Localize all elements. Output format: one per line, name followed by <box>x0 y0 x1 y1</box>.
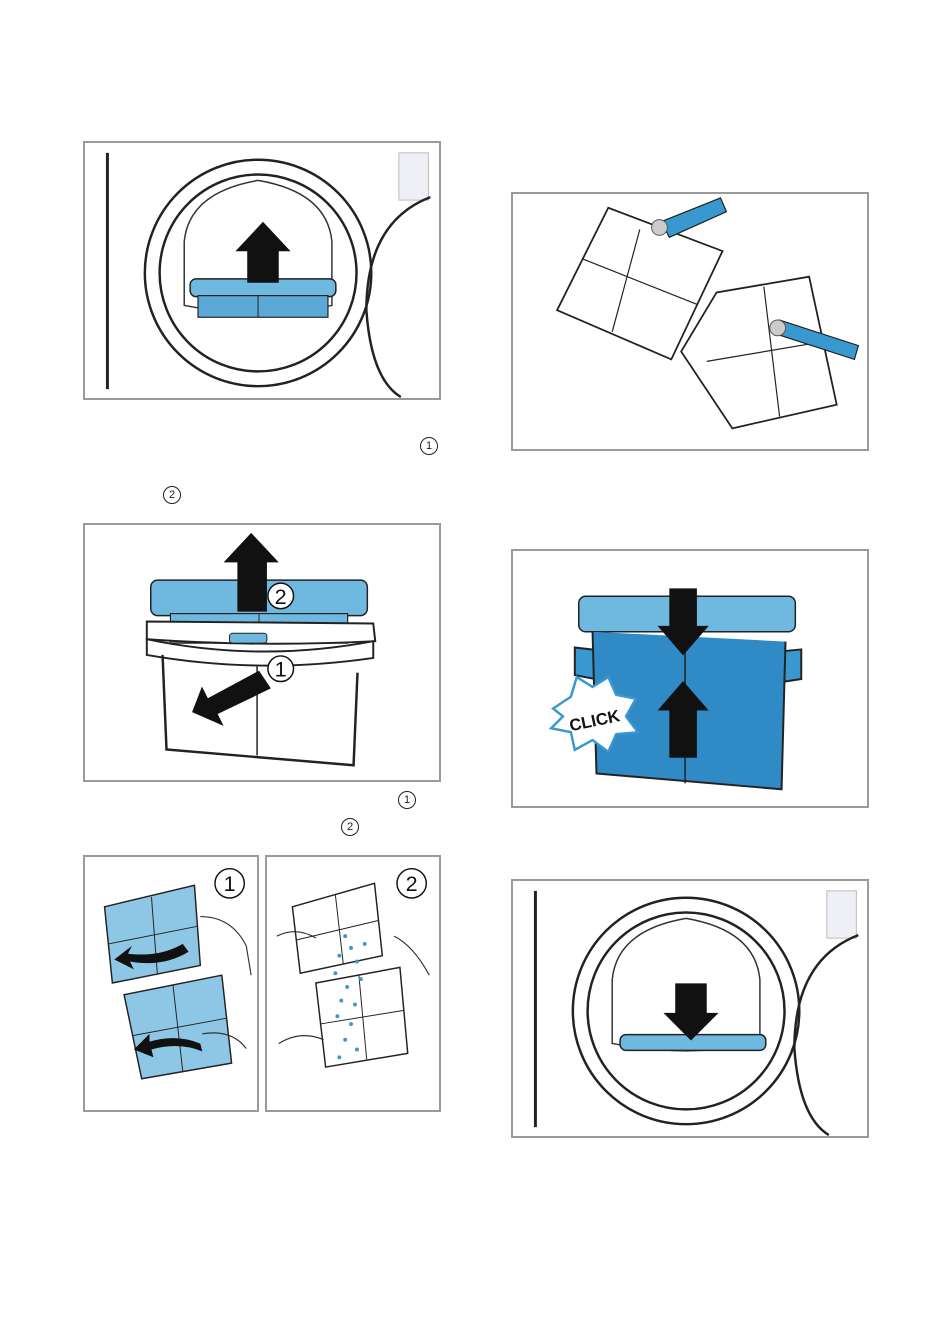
open-filter-illustration: 1 <box>85 857 257 1110</box>
step-marker-2: 2 <box>341 818 359 836</box>
remove-lint-illustration: 2 <box>267 857 439 1110</box>
figure-open-filter: 1 <box>83 855 259 1112</box>
arrow-down-icon <box>663 983 718 1040</box>
arrow-up-icon <box>235 222 290 283</box>
close-filter-illustration: CLICK <box>513 551 867 806</box>
figure-insert-filter-into-door <box>511 879 869 1138</box>
step-marker-2: 2 <box>163 486 181 504</box>
arrow-down-left-icon <box>192 671 271 726</box>
step-badge-1: 1 <box>224 872 236 896</box>
figure-remove-filter-from-door <box>83 141 441 400</box>
vacuum-filter-illustration <box>513 194 867 449</box>
step-marker-1: 1 <box>420 437 438 455</box>
figure-close-filter: CLICK <box>511 549 869 808</box>
figure-pull-filter-apart: 2 1 <box>83 523 441 782</box>
figure-vacuum-filter <box>511 192 869 451</box>
step-badge-2: 2 <box>275 584 287 609</box>
step-marker-1: 1 <box>398 791 416 809</box>
pull-filter-illustration: 2 1 <box>85 525 439 780</box>
insert-filter-illustration <box>513 881 867 1136</box>
vacuum-nozzle-icon <box>661 198 726 237</box>
door-filter-illustration <box>85 143 439 398</box>
figure-remove-lint-by-hand: 2 <box>265 855 441 1112</box>
step-badge-1: 1 <box>275 657 287 682</box>
step-badge-2: 2 <box>406 872 418 896</box>
